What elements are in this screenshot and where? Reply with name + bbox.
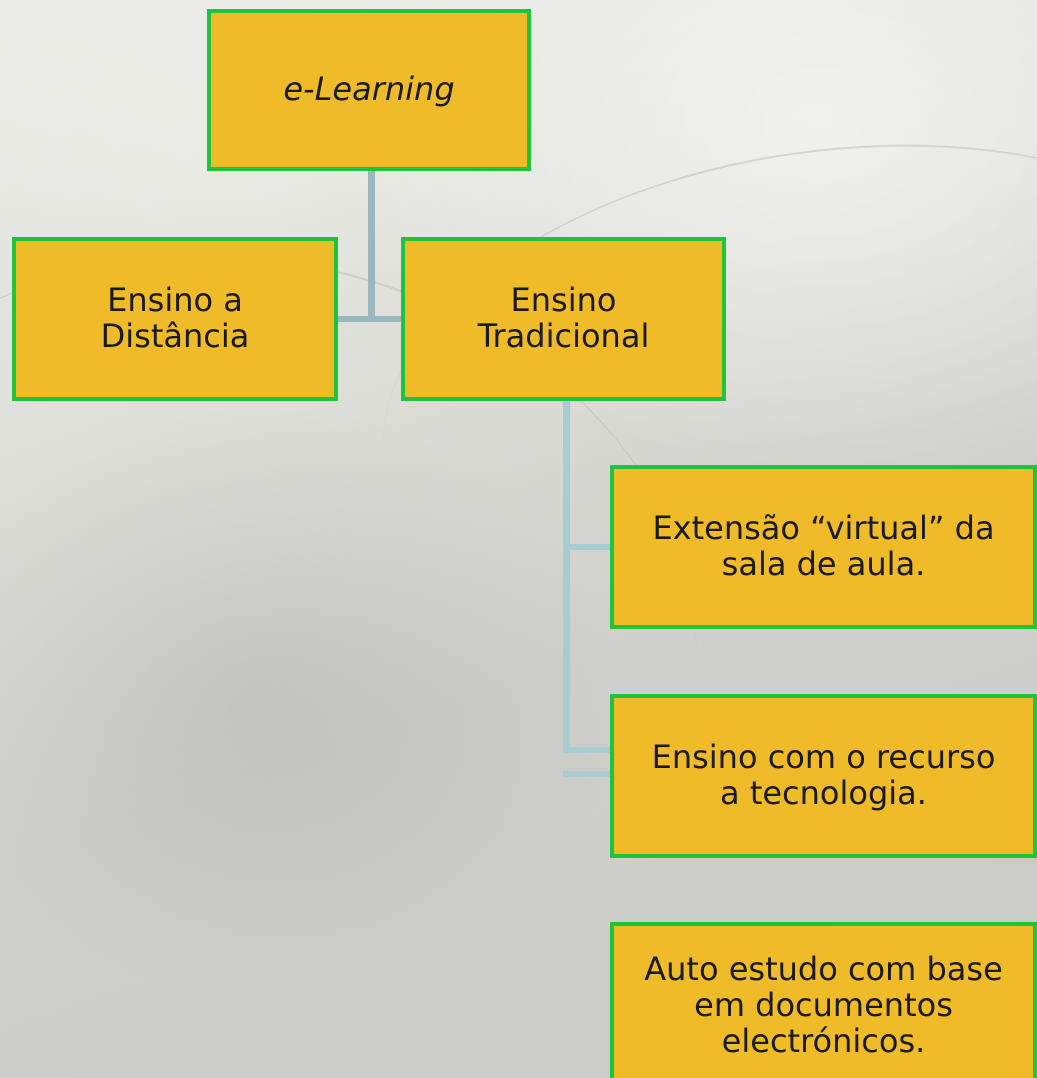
node-root-label: e-Learning (283, 70, 455, 109)
node-ensino-tecnologia: Ensino com o recurso a tecnologia. (610, 694, 1037, 858)
connector-level1-horizontal (337, 316, 403, 322)
node-auto-estudo: Auto estudo com base em documentos elect… (610, 922, 1037, 1078)
node-ensino-distancia-label: Ensino a Distância (100, 281, 250, 355)
node-auto-estudo-label: Auto estudo com base em documentos elect… (644, 950, 1003, 1060)
connector-branch-2 (563, 771, 612, 777)
connector-tradicional-vertical (563, 400, 570, 753)
node-ensino-tradicional-label: Ensino Tradicional (477, 281, 650, 355)
connector-branch-3 (563, 747, 612, 753)
node-ensino-tecnologia-label: Ensino com o recurso a tecnologia. (651, 738, 996, 812)
node-ensino-distancia: Ensino a Distância (12, 237, 338, 401)
node-ensino-tradicional: Ensino Tradicional (401, 237, 726, 401)
node-extensao-virtual: Extensão “virtual” da sala de aula. (610, 465, 1037, 629)
node-extensao-virtual-label: Extensão “virtual” da sala de aula. (652, 509, 995, 583)
node-root: e-Learning (207, 9, 531, 171)
connector-root-vertical (368, 169, 375, 320)
connector-branch-1 (563, 544, 612, 550)
